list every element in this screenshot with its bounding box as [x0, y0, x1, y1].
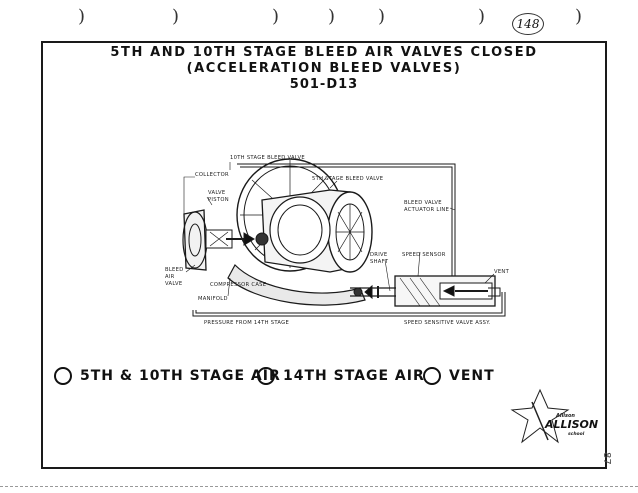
label-bleed-valve: BLEED VALVE: [404, 200, 442, 206]
label-vent: VENT: [494, 269, 510, 275]
logo-small-text: Allison: [555, 413, 575, 419]
legend-circle-icon: [423, 367, 441, 385]
label-air: AIR: [165, 274, 175, 280]
hole-punch-6: ): [478, 6, 486, 27]
logo-big-text: ALLISON: [544, 418, 598, 431]
label-shaft: SHAFT: [370, 259, 389, 265]
legend-label: 14TH STAGE AIR: [283, 368, 425, 384]
side-page-number: 87: [601, 452, 612, 465]
label-valve: VALVE: [208, 190, 225, 196]
label-piston: PISTON: [208, 197, 229, 203]
hole-punch-1: ): [78, 6, 86, 27]
allison-logo: Allison ALLISON school: [510, 388, 598, 444]
label-drive: DRIVE: [370, 252, 387, 258]
label-speed-sensor: SPEED SENSOR: [402, 252, 446, 258]
label-manifold: MANIFOLD: [198, 296, 228, 302]
legend-label: 5TH & 10TH STAGE AIR: [80, 368, 281, 384]
label-collector: COLLECTOR: [195, 172, 229, 178]
logo-school-text: school: [568, 431, 585, 437]
legend-item-5th-10th-stage-air: 5TH & 10TH STAGE AIR: [54, 364, 281, 388]
page-number: 148: [512, 13, 544, 35]
title-line-2: (ACCELERATION BLEED VALVES): [186, 61, 462, 76]
title-line-1: 5TH AND 10TH STAGE BLEED AIR VALVES CLOS…: [110, 45, 538, 60]
hole-punch-4: ): [328, 6, 336, 27]
label-bleed: BLEED: [165, 267, 184, 273]
label-10th-stage-bleed-valve: 10TH STAGE BLEED VALVE: [230, 155, 305, 161]
hole-punch-2: ): [172, 6, 180, 27]
hole-punch-7: ): [575, 6, 583, 27]
scan-edge-line: [0, 486, 638, 487]
title-line-3: 501-D13: [289, 77, 359, 92]
legend-circle-icon: [257, 367, 275, 385]
label-compressor-case: COMPRESSOR CASE: [210, 282, 266, 288]
legend-item-14th-stage-air: 14TH STAGE AIR: [257, 364, 425, 388]
label-pressure-14th-stage: PRESSURE FROM 14TH STAGE: [204, 320, 289, 326]
label-speed-sensitive-valve: SPEED SENSITIVE VALVE ASSY.: [404, 320, 491, 326]
label-actuator-line: ACTUATOR LINE: [404, 207, 449, 213]
legend-label: VENT: [449, 368, 495, 384]
slide-frame: [41, 41, 607, 469]
label-5th-stage-bleed-valve: 5TH STAGE BLEED VALVE: [312, 176, 383, 182]
legend-item-vent: VENT: [423, 364, 495, 388]
hole-punch-3: ): [272, 6, 280, 27]
hole-punch-5: ): [378, 6, 386, 27]
label-valve-left: VALVE: [165, 281, 182, 287]
legend-circle-icon: [54, 367, 72, 385]
